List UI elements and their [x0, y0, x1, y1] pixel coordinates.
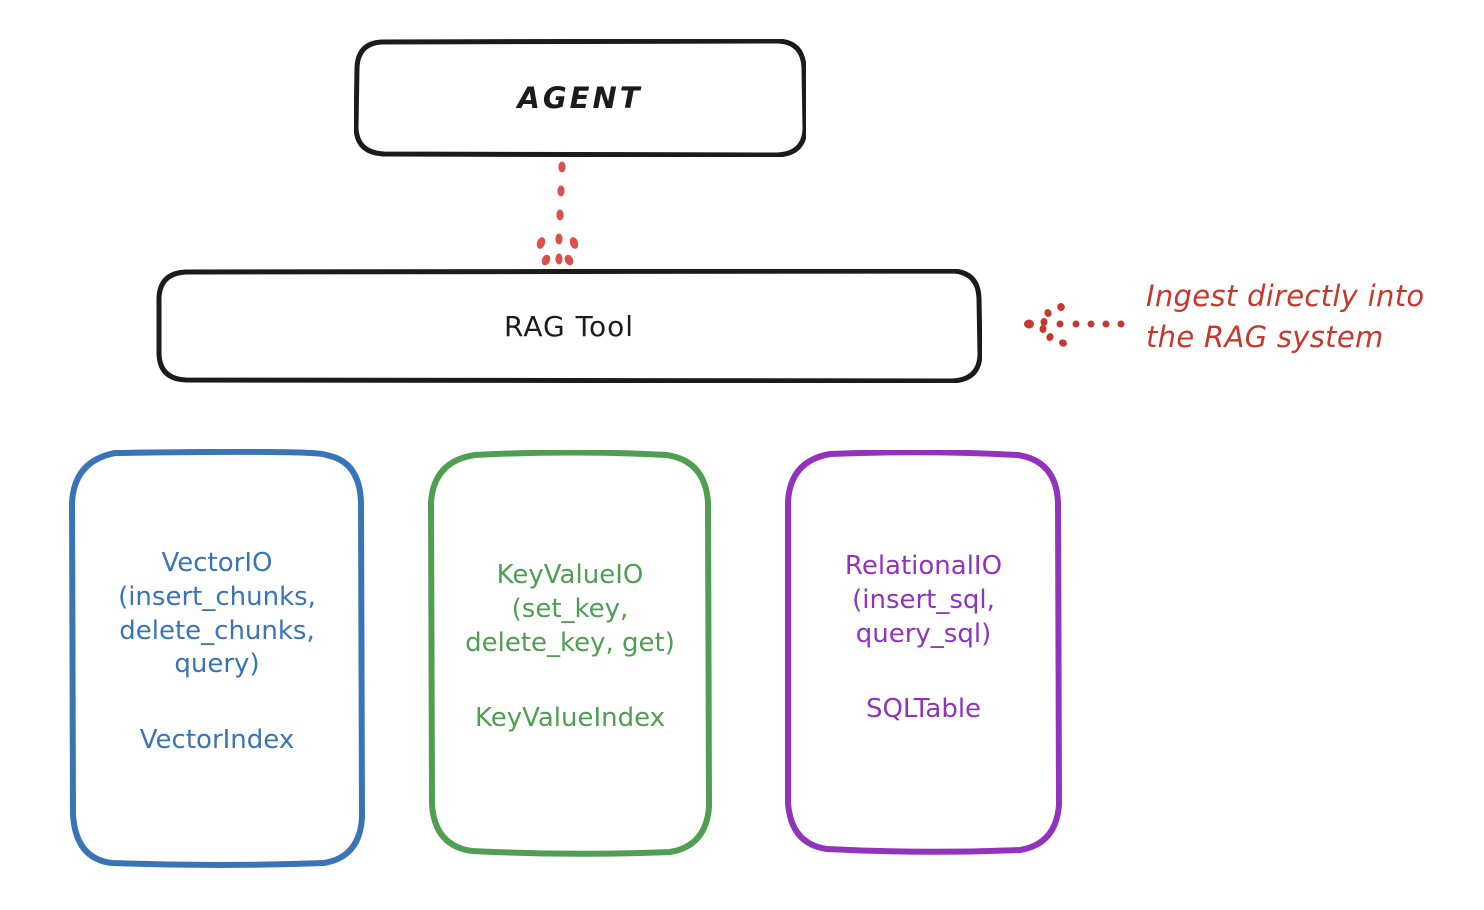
connector-agent-to-rag-tool: [505, 155, 625, 294]
node-key-value-io[interactable]: KeyValueIO (set_key, delete_key, get) Ke…: [427, 449, 713, 857]
node-agent[interactable]: AGENT: [353, 38, 808, 158]
relational-io-title: RelationalIO (insert_sql, query_sql): [844, 550, 1003, 649]
node-vector-io[interactable]: VectorIO (insert_chunks, delete_chunks, …: [68, 448, 366, 868]
annotation-ingest-note: Ingest directly into the RAG system: [1146, 279, 1425, 355]
ingest-arrow-icon: [1018, 296, 1138, 352]
key-value-io-title: KeyValueIO (set_key, delete_key, get): [465, 559, 675, 658]
node-rag-tool[interactable]: RAG Tool: [156, 268, 983, 384]
key-value-io-subtitle: KeyValueIndex: [474, 703, 666, 734]
vector-io-subtitle: VectorIndex: [139, 725, 295, 756]
node-relational-io[interactable]: RelationalIO (insert_sql, query_sql) SQL…: [784, 449, 1063, 855]
rag-tool-label: RAG Tool: [504, 309, 634, 343]
agent-label: AGENT: [517, 81, 643, 115]
vector-io-title: VectorIO (insert_chunks, delete_chunks, …: [118, 548, 316, 680]
relational-io-subtitle: SQLTable: [865, 694, 982, 725]
